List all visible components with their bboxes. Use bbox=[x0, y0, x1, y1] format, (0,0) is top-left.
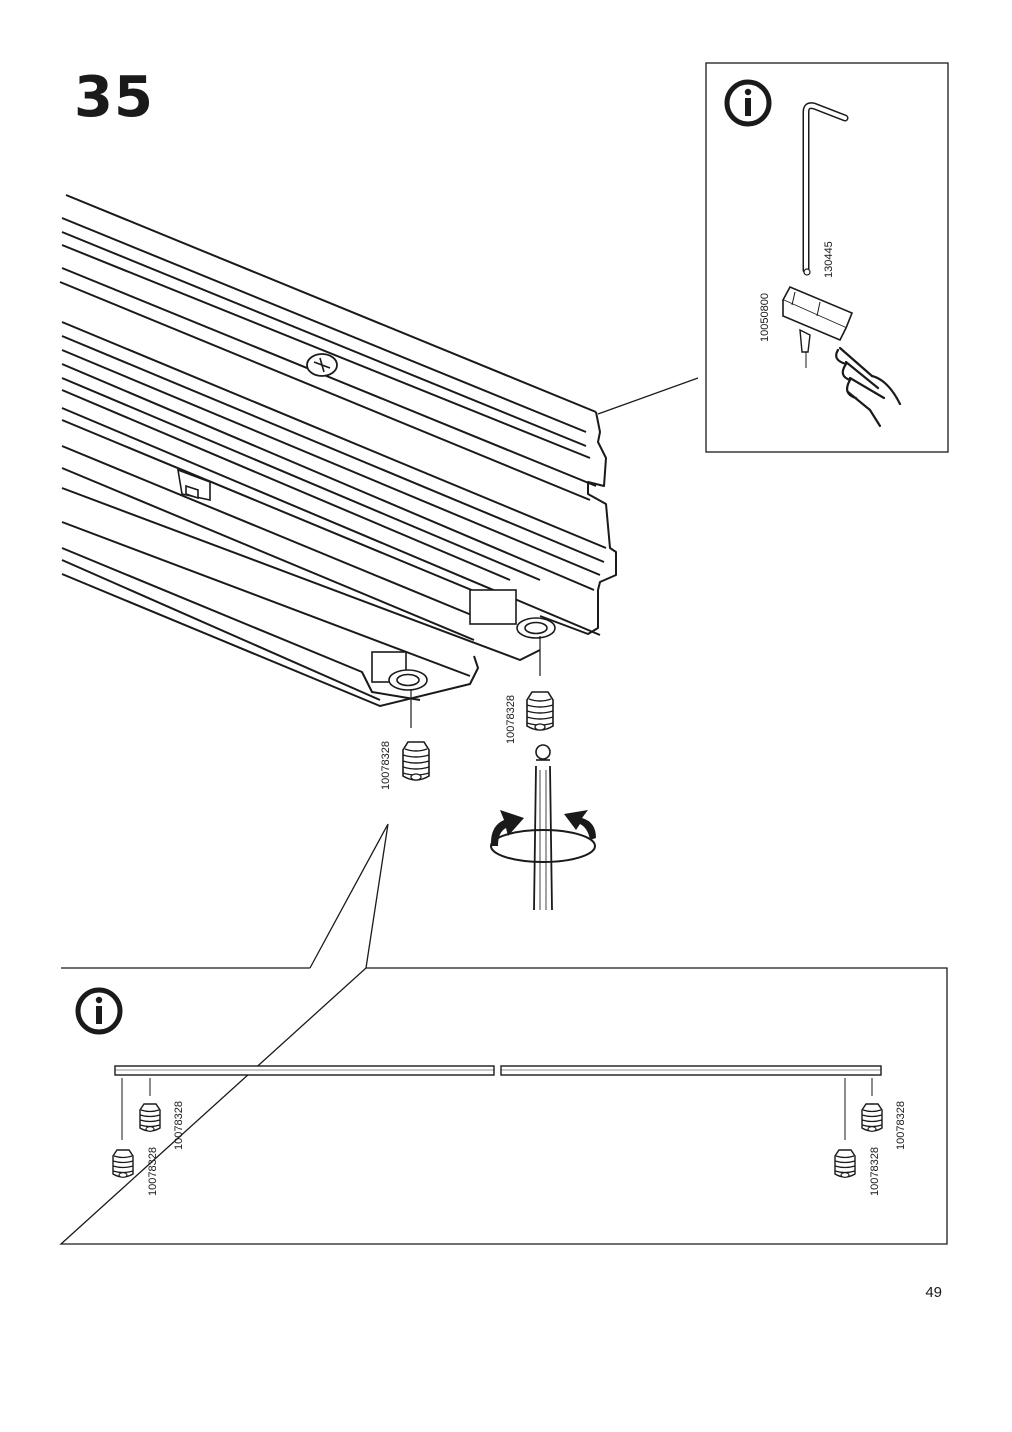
rail-profile bbox=[59, 194, 617, 707]
leader-line-bottom bbox=[309, 823, 389, 969]
set-screw-bl-2 bbox=[139, 1103, 161, 1133]
screw-part-label-right: 10078328 bbox=[505, 695, 517, 744]
info-icon bbox=[724, 79, 772, 127]
allen-key-part-label: 130445 bbox=[823, 241, 835, 278]
set-screw-br-1 bbox=[834, 1149, 856, 1179]
screw-label-br-2: 10078328 bbox=[895, 1101, 907, 1150]
set-screw-right bbox=[526, 691, 554, 731]
screw-label-bl-1: 10078328 bbox=[147, 1147, 159, 1196]
leader-line-top bbox=[597, 377, 699, 415]
rail-holes bbox=[371, 589, 556, 691]
rail-segment-left bbox=[114, 1065, 495, 1076]
set-screw-left bbox=[402, 741, 430, 781]
step-number: 35 bbox=[74, 65, 154, 130]
rail-clip bbox=[176, 468, 211, 501]
page-number: 49 bbox=[925, 1284, 942, 1301]
screw-part-label-left: 10078328 bbox=[380, 741, 392, 790]
rail-segment-right bbox=[500, 1065, 882, 1076]
allen-key-shaft bbox=[533, 744, 553, 911]
allen-key-icon bbox=[802, 102, 849, 276]
bracket-icon bbox=[781, 285, 854, 368]
rail-screw-head bbox=[306, 353, 338, 377]
bracket-part-label: 10050800 bbox=[759, 293, 771, 342]
info-panel-bottom: 10078328 10078328 10078328 10078328 bbox=[59, 967, 948, 1245]
rotate-clockwise-icon bbox=[490, 810, 596, 863]
set-screw-br-2 bbox=[861, 1103, 883, 1133]
info-icon bbox=[75, 987, 123, 1035]
screw-label-bl-2: 10078328 bbox=[173, 1101, 185, 1150]
screw-label-br-1: 10078328 bbox=[869, 1147, 881, 1196]
hand-icon bbox=[835, 346, 902, 428]
set-screw-bl-1 bbox=[112, 1149, 134, 1179]
info-panel-top: 130445 10050800 bbox=[705, 62, 949, 453]
